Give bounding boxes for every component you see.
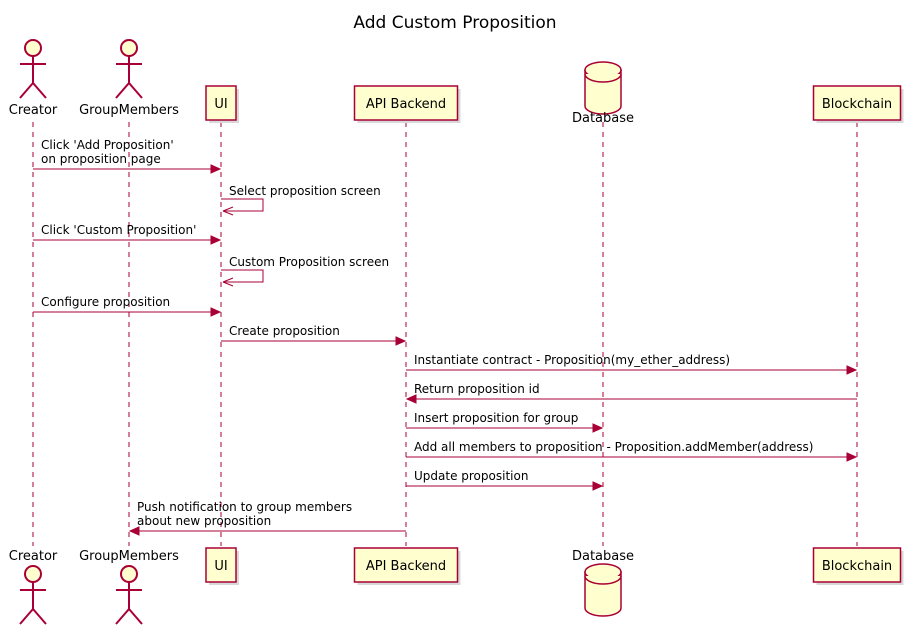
actor-head xyxy=(24,565,42,583)
message-12: Push notification to group membersabout … xyxy=(128,500,406,536)
message-5: Configure proposition xyxy=(33,295,222,317)
actor-head xyxy=(120,39,138,57)
participant-api-bottom: API Backend xyxy=(353,547,461,585)
message-3: Click 'Custom Proposition' xyxy=(33,223,222,245)
participant-box xyxy=(205,547,237,583)
message-label: Configure proposition xyxy=(41,295,170,309)
participant-box xyxy=(353,547,459,583)
actor-creator-top: Creator xyxy=(9,39,58,118)
actor-head xyxy=(120,565,138,583)
participant-chain-top: Blockchain xyxy=(812,85,904,123)
message-label: Push notification to group members xyxy=(137,500,352,514)
arrow-head xyxy=(592,481,604,491)
message-label: Select proposition screen xyxy=(229,184,381,198)
arrow-head xyxy=(210,164,222,174)
arrow-head xyxy=(846,452,858,462)
actor-creator-bottom: Creator xyxy=(9,549,58,625)
arrow-head xyxy=(210,307,222,317)
participant-label: Blockchain xyxy=(822,559,892,574)
message-label: Click 'Custom Proposition' xyxy=(41,223,196,237)
participant-label: Database xyxy=(572,549,634,564)
participant-chain-bottom: Blockchain xyxy=(812,547,904,585)
participant-label: API Backend xyxy=(366,559,446,574)
participant-ui-bottom: UI xyxy=(205,547,239,585)
participant-box xyxy=(812,547,902,583)
message-label: Click 'Add Proposition' xyxy=(41,138,174,152)
arrow-head xyxy=(405,394,417,404)
participant-label: UI xyxy=(214,97,227,112)
participant-label: API Backend xyxy=(366,97,446,112)
message-label: Insert proposition for group xyxy=(414,411,578,425)
database-db-bottom: Database xyxy=(572,549,634,617)
message-10: Add all members to proposition - Proposi… xyxy=(406,440,858,462)
participant-label: Creator xyxy=(9,103,58,118)
message-6: Create proposition xyxy=(221,324,407,346)
message-label: about new proposition xyxy=(137,514,271,528)
arrow-head xyxy=(395,336,407,346)
message-label: Instantiate contract - Proposition(my_et… xyxy=(414,353,730,367)
actor-head xyxy=(24,39,42,57)
message-label: Return proposition id xyxy=(414,382,540,396)
message-label: Add all members to proposition - Proposi… xyxy=(414,440,813,454)
participant-label: Blockchain xyxy=(822,97,892,112)
message-label: Custom Proposition screen xyxy=(229,255,389,269)
database-db-top: Database xyxy=(572,61,634,126)
participant-label: UI xyxy=(214,559,227,574)
arrow-head xyxy=(128,526,140,536)
actor-group-top: GroupMembers xyxy=(79,39,179,118)
participant-label: Creator xyxy=(9,549,58,564)
message-4: Custom Proposition screen xyxy=(221,255,389,287)
message-7: Instantiate contract - Proposition(my_et… xyxy=(406,353,858,375)
participant-label: GroupMembers xyxy=(79,549,179,564)
message-label: Create proposition xyxy=(229,324,340,338)
actor-group-bottom: GroupMembers xyxy=(79,549,179,625)
message-8: Return proposition id xyxy=(405,382,857,404)
participant-ui-top: UI xyxy=(205,85,239,123)
participant-api-top: API Backend xyxy=(353,85,461,123)
participant-label: Database xyxy=(572,111,634,126)
diagram-title: Add Custom Proposition xyxy=(353,13,556,33)
message-9: Insert proposition for group xyxy=(406,411,604,433)
participant-box xyxy=(812,85,902,121)
message-11: Update proposition xyxy=(406,469,604,491)
message-arrow xyxy=(221,198,264,212)
participant-box xyxy=(205,85,237,121)
message-label: on proposition page xyxy=(41,152,161,166)
message-1: Click 'Add Proposition'on proposition pa… xyxy=(33,138,222,174)
participant-label: GroupMembers xyxy=(79,103,179,118)
message-label: Update proposition xyxy=(414,469,528,483)
message-2: Select proposition screen xyxy=(221,184,381,216)
arrow-head xyxy=(846,365,858,375)
participant-box xyxy=(353,85,459,121)
message-arrow xyxy=(221,269,264,283)
arrow-head xyxy=(592,423,604,433)
arrow-head xyxy=(210,235,222,245)
